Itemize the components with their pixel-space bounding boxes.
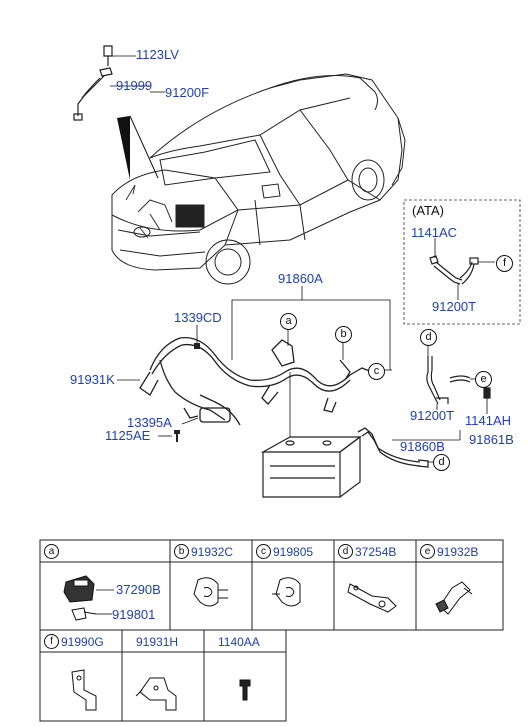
label-91860b: 91860B [400,439,445,454]
table-part-919801: 919801 [112,607,156,622]
label-91860a: 91860A [278,271,323,286]
table-marker-b: b [174,544,189,560]
label-91999: 91999 [116,78,153,93]
part-drawing-91931h [135,677,177,711]
label-1123lv: 1123LV [136,47,179,62]
pointer-line [129,115,159,179]
table-marker-a: a [44,544,59,560]
marker-c: c [368,363,385,380]
table-marker-e: e [420,544,435,560]
part-drawing-919801 [71,607,97,621]
vehicle-illustration [111,73,406,285]
label-91200t-top: 91200T [432,299,477,314]
ata-box [403,199,521,325]
parts-table-grid [39,539,504,722]
table-header-a: a [44,544,61,560]
pointer-wedge [117,116,130,180]
bracket-91860a [231,286,392,371]
part-drawing-1140aa [239,679,251,701]
table-part-37290b: 37290B [116,582,161,597]
marker-b: b [335,326,352,343]
marker-d-top: d [420,329,437,346]
table-marker-d: d [338,544,353,560]
ground-strap-91200f [73,45,113,121]
marker-f: f [496,255,513,272]
label-91200f: 91200F [165,85,210,100]
table-part-91932b: 91932B [437,544,479,559]
table-header-1140aa: 1140AA [218,634,260,649]
label-91861b: 91861B [469,432,514,447]
ground-strap-ata [429,255,479,285]
part-drawing-91932b [435,581,473,615]
marker-a: a [280,313,297,330]
table-part-91990g: 91990G [61,634,104,649]
label-ata: (ATA) [412,203,445,218]
battery-harness-91860a [139,336,373,426]
table-part-1140aa: 1140AA [218,634,260,649]
part-drawing-91990g [71,669,97,711]
label-91200t-bottom: 91200T [410,408,455,423]
part-drawing-37254b [347,583,397,613]
label-1339cd: 1339CD [174,310,222,325]
part-drawing-37290b [63,575,95,603]
part-drawing-91932c [193,577,228,607]
ground-strap-91200t [426,356,491,405]
label-1125ae: 1125AE [105,428,151,443]
part-drawing-919805 [272,577,301,607]
marker-d-bottom: d [433,454,450,471]
table-part-91932c: 91932C [191,544,234,559]
marker-e: e [475,371,492,388]
label-1141ac: 1141AC [411,225,458,240]
table-part-91931h: 91931H [136,634,179,649]
table-part-37254b: 37254B [355,544,397,559]
label-1141ah: 1141AH [465,413,512,428]
table-header-91931h: 91931H [136,634,178,649]
label-13395a: 13395A [127,415,172,430]
table-marker-c: c [256,544,271,560]
cable-91860b [357,427,429,468]
bolt-1125ae [174,430,180,442]
label-91931k: 91931K [70,372,115,387]
battery [260,435,362,498]
table-part-919805: 919805 [273,544,314,559]
table-marker-f: f [44,634,59,650]
